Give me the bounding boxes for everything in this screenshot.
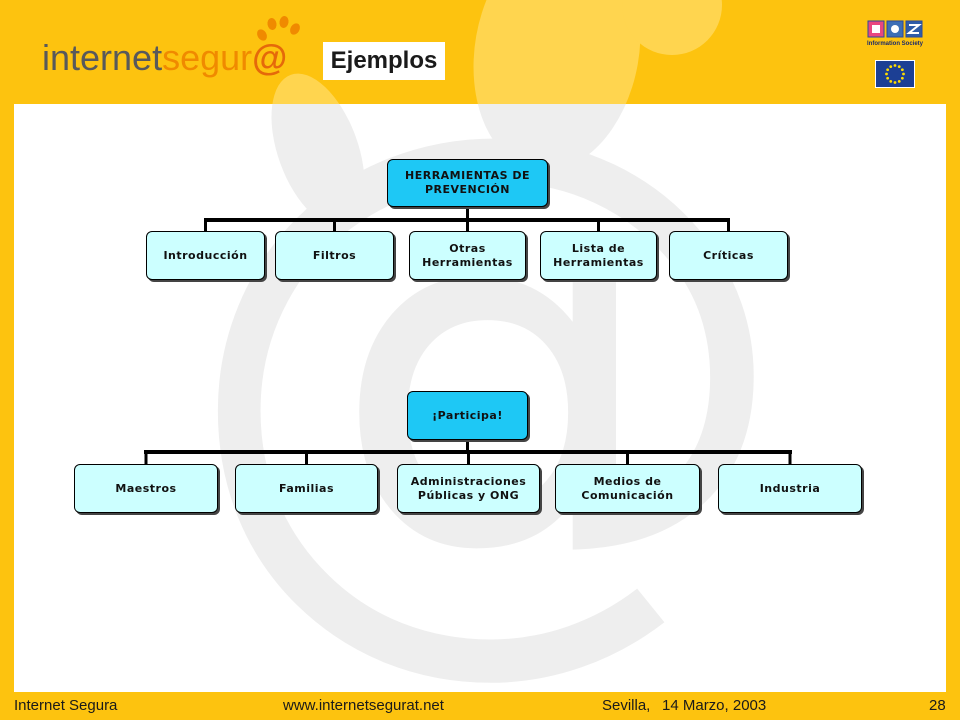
node-medios-de-comunicacion: Medios de Comunicación (555, 464, 700, 513)
node-label: Filtros (312, 248, 357, 262)
node-label: Maestros (115, 481, 177, 495)
information-society-icon (867, 20, 923, 38)
node-familias: Familias (235, 464, 378, 513)
node-filtros: Filtros (275, 231, 394, 280)
node-label: Industria (759, 481, 821, 495)
node-label: Otras Herramientas (422, 241, 513, 269)
node-label: ¡Participa! (432, 408, 503, 422)
node-label: HERRAMIENTAS DE PREVENCIÓN (405, 169, 530, 196)
node-criticas: Críticas (669, 231, 788, 280)
information-society-logo: Information Society (864, 20, 926, 54)
logo-text-internet: internet (42, 37, 163, 78)
footer-organization: Internet Segura (14, 697, 118, 714)
node-maestros: Maestros (74, 464, 218, 513)
footer-page-number: 28 (929, 697, 946, 714)
paw-print-icon (257, 16, 300, 41)
node-otras-herramientas: Otras Herramientas (409, 231, 526, 280)
herramientas-root-node: HERRAMIENTAS DE PREVENCIÓN (387, 159, 548, 207)
node-label: Administraciones Públicas y ONG (410, 474, 527, 502)
node-administraciones: Administraciones Públicas y ONG (397, 464, 540, 513)
node-label: Críticas (703, 248, 754, 262)
node-industria: Industria (718, 464, 862, 513)
internetsegura-logo: internetsegur@ (42, 38, 287, 78)
node-label: Introducción (163, 248, 248, 262)
node-introduccion: Introducción (146, 231, 265, 280)
logo-text-segur: segur (162, 37, 253, 78)
node-label: Lista de Herramientas (553, 241, 644, 269)
node-lista-de-herramientas: Lista de Herramientas (540, 231, 657, 280)
slide-title-text: Ejemplos (330, 47, 438, 74)
eu-flag-icon (875, 60, 915, 88)
node-label: Medios de Comunicación (581, 474, 674, 502)
footer-url: www.internetsegurat.net (283, 697, 444, 714)
footer-date: 14 Marzo, 2003 (662, 697, 767, 714)
participa-root-node: ¡Participa! (407, 391, 528, 440)
node-label: Familias (278, 481, 335, 495)
logo-text-at: @ (252, 37, 288, 78)
footer-city: Sevilla, (602, 697, 651, 714)
slide-title: Ejemplos (323, 42, 445, 80)
information-society-text: Information Society (866, 41, 923, 47)
